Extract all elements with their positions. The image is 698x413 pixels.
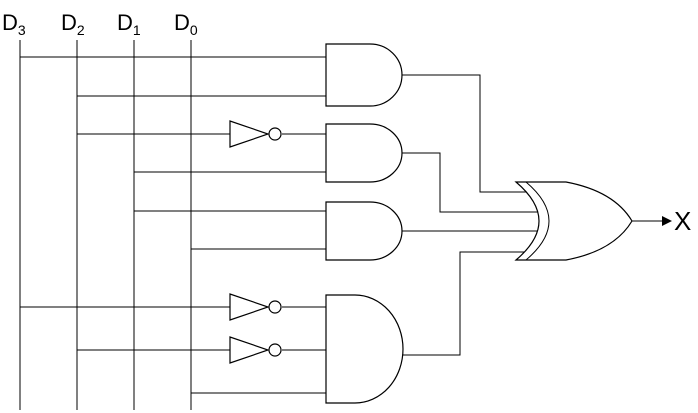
wire-and1-or bbox=[402, 74, 536, 193]
or-gate bbox=[514, 181, 633, 261]
output-arrow-icon bbox=[662, 216, 672, 226]
not-gate-3-bubble bbox=[268, 343, 282, 357]
and-gate-3 bbox=[325, 201, 403, 261]
or-gate-input-curve bbox=[525, 181, 550, 261]
wire-and4-or bbox=[402, 251, 537, 356]
and-gate-1 bbox=[325, 43, 403, 107]
not-gate-2-bubble bbox=[268, 300, 282, 314]
wire-and2-or bbox=[402, 152, 542, 213]
not-gate-2 bbox=[229, 293, 270, 321]
input-label-d2: D2 bbox=[61, 10, 85, 38]
input-label-d0: D0 bbox=[174, 10, 198, 38]
and-gate-2 bbox=[325, 123, 403, 183]
input-label-d1: D1 bbox=[117, 10, 141, 38]
input-label-d3: D3 bbox=[2, 10, 26, 38]
not-gate-3 bbox=[229, 336, 270, 364]
not-gate-1-bubble bbox=[268, 127, 282, 141]
output-label: X bbox=[674, 206, 691, 236]
and-gate-4 bbox=[325, 294, 404, 404]
not-gate-1 bbox=[229, 120, 270, 148]
